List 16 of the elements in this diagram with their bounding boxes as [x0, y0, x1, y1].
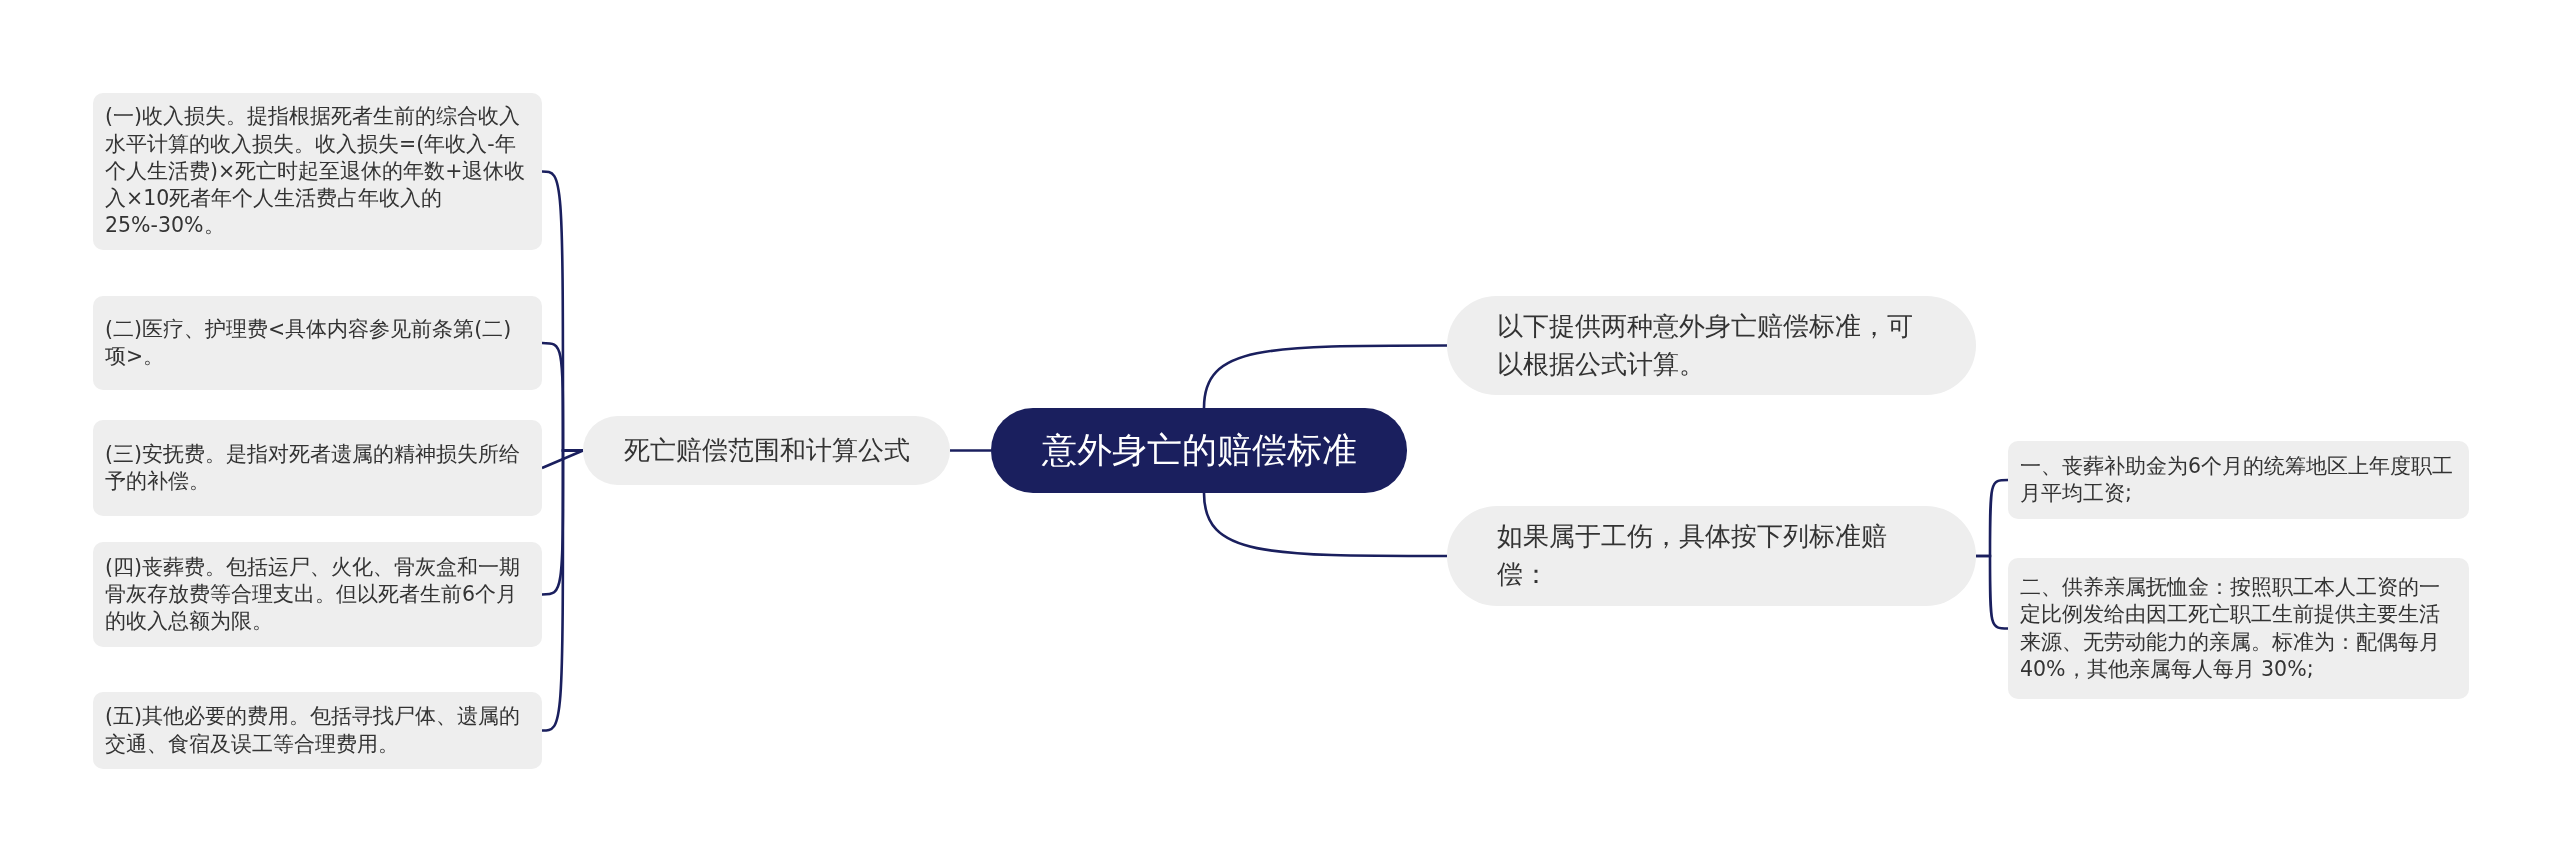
subtopic-box: 一、丧葬补助金为6个月的统筹地区上年度职工月平均工资;	[2008, 441, 2469, 519]
topic-box: 以下提供两种意外身亡赔偿标准，可以根据公式计算。	[1447, 296, 1976, 395]
subtopic-box: (三)安抚费。是指对死者遗属的精神损失所给予的补偿。	[93, 420, 542, 516]
connector-line	[1202, 344, 1447, 409]
subtopic-box: (一)收入损失。提指根据死者生前的综合收入水平计算的收入损失。收入损失=(年收入-年个人生活费)×死亡时起至退休的年数+退休收入×10死者年个人生活费占年收入的25%-30%。	[93, 93, 542, 250]
subtopic-box: (二)医疗、护理费<具体内容参见前条第(二)项>。	[93, 296, 542, 390]
topic-box: 如果属于工伤，具体按下列标准赔偿：	[1447, 506, 1976, 606]
subtopic-box: 二、供养亲属抚恤金：按照职工本人工资的一定比例发给由因工死亡职工生前提供主要生活来源、无劳动能力的亲属。标准为：配偶每月40%，其他亲属每人每月 30%;	[2008, 558, 2469, 699]
topic-box: 死亡赔偿范围和计算公式	[583, 416, 950, 485]
subtopic-box: (五)其他必要的费用。包括寻找尸体、遗属的交通、食宿及误工等合理费用。	[93, 692, 542, 769]
connector-line	[950, 449, 991, 452]
connector-line	[541, 449, 584, 470]
central-topic-box: 意外身亡的赔偿标准	[991, 408, 1407, 493]
subtopic-box: (四)丧葬费。包括运尸、火化、骨灰盒和一期骨灰存放费等合理支出。但以死者生前6个月的收入总额为限。	[93, 542, 542, 647]
connector-line	[1202, 492, 1447, 558]
connector-line	[1976, 554, 2008, 630]
